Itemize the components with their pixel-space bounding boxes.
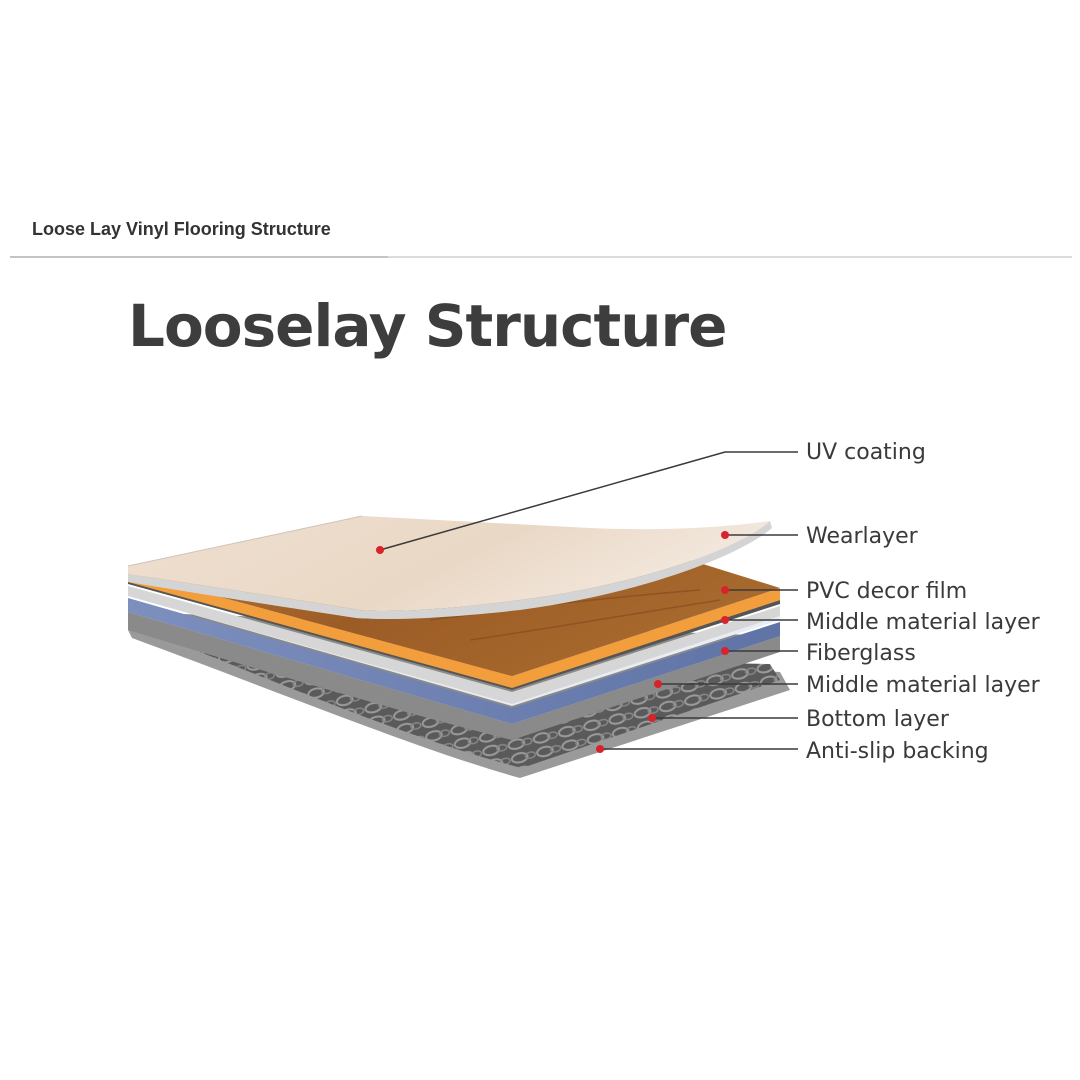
marker-fiberglass [721, 647, 729, 655]
leader-lines [379, 451, 798, 750]
label-middle-material-layer-bottom: Middle material layer [806, 673, 1041, 698]
section-divider-accent [10, 256, 388, 258]
diagram-title: Looselay Structure [128, 292, 727, 360]
middle-material-layer [128, 580, 780, 704]
marker-bottom-layer [648, 714, 656, 722]
label-bottom-layer: Bottom layer [806, 707, 950, 732]
wearlayer-layer [127, 515, 772, 620]
label-uv-coating: UV coating [806, 440, 926, 465]
label-middle-material-layer-top: Middle material layer [806, 610, 1041, 635]
marker-anti-slip-backing [596, 745, 604, 753]
marker-middle-material-top [721, 616, 729, 624]
marker-pvc-decor-film [721, 586, 729, 594]
section-title: Loose Lay Vinyl Flooring Structure [32, 219, 331, 239]
marker-wearlayer [721, 531, 729, 539]
marker-uv-coating [376, 546, 384, 554]
fiberglass-layer [128, 592, 780, 724]
label-anti-slip-backing: Anti-slip backing [806, 739, 989, 764]
section-divider [10, 256, 1072, 258]
layer-markers [376, 531, 729, 753]
label-wearlayer: Wearlayer [806, 524, 919, 549]
label-fiberglass: Fiberglass [806, 641, 916, 666]
label-pvc-decor-film: PVC decor film [806, 579, 967, 604]
marker-middle-material-bottom [654, 680, 662, 688]
